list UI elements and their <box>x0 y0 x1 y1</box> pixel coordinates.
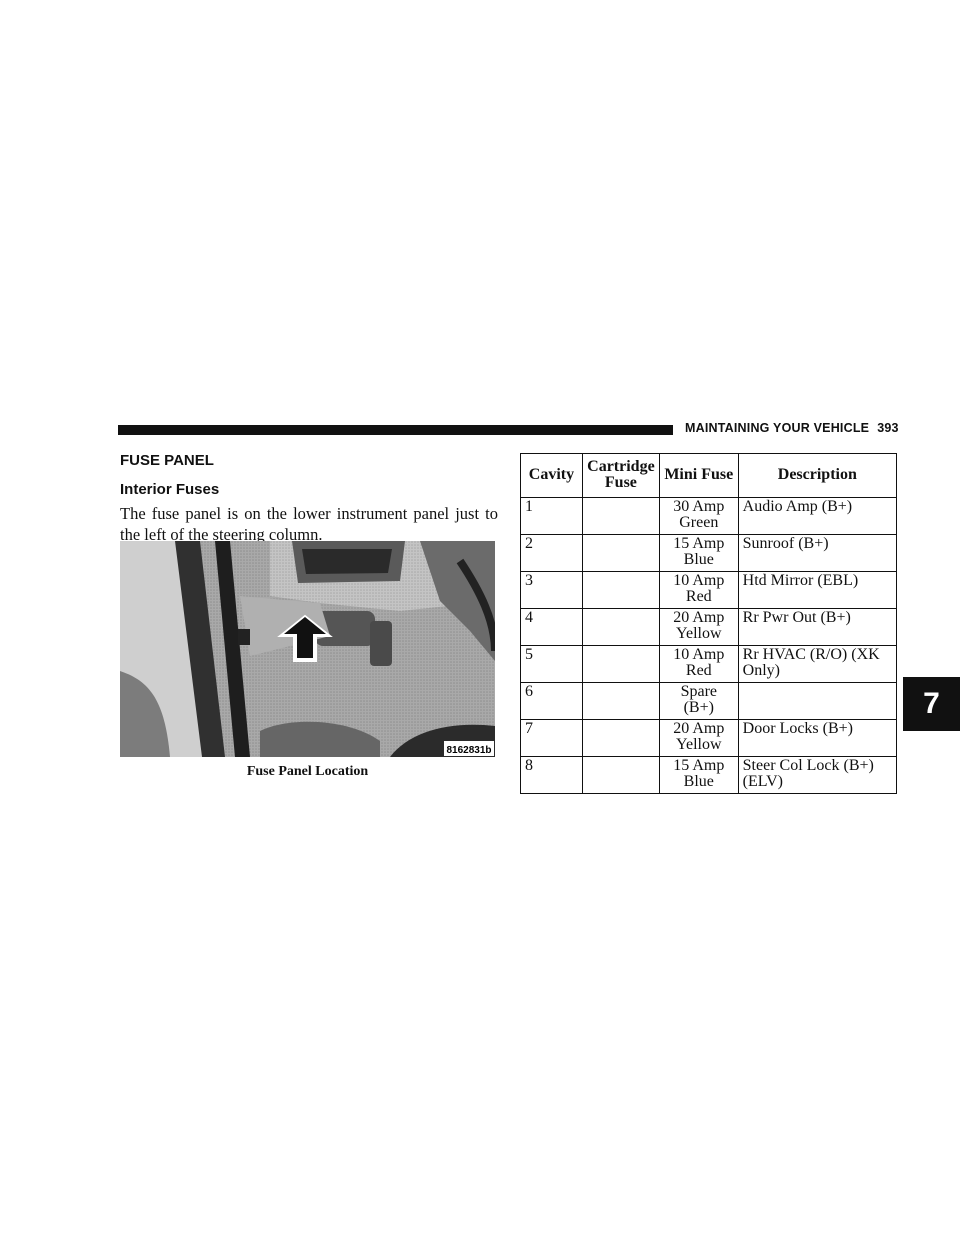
cartridge-cell <box>581 534 660 572</box>
description-cell: Steer Col Lock (B+) (ELV) <box>737 756 898 794</box>
cartridge-cell <box>581 682 660 720</box>
mini-fuse-cell: 10 Amp Red <box>658 571 739 609</box>
cavity-cell: 7 <box>520 719 583 757</box>
cavity-cell: 4 <box>520 608 583 646</box>
table-row: 5 10 Amp Red Rr HVAC (R/O) (XK Only) <box>520 645 898 683</box>
mini-fuse-cell: 30 Amp Green <box>658 497 739 535</box>
header-mini-fuse: Mini Fuse <box>658 453 739 498</box>
description-cell: Rr HVAC (R/O) (XK Only) <box>737 645 898 683</box>
description-cell: Htd Mirror (EBL) <box>737 571 898 609</box>
mini-fuse-cell: 20 Amp Yellow <box>658 719 739 757</box>
cavity-cell: 1 <box>520 497 583 535</box>
header-title: MAINTAINING YOUR VEHICLE <box>685 421 870 435</box>
subsection-title: Interior Fuses <box>120 481 220 498</box>
mini-fuse-cell: Spare (B+) <box>658 682 739 720</box>
figure-caption: Fuse Panel Location <box>246 764 369 779</box>
table-row: 7 20 Amp Yellow Door Locks (B+) <box>520 719 898 757</box>
header-description: Description <box>737 453 898 498</box>
table-row: 3 10 Amp Red Htd Mirror (EBL) <box>520 571 898 609</box>
mini-fuse-cell: 15 Amp Blue <box>658 756 739 794</box>
mini-fuse-cell: 15 Amp Blue <box>658 534 739 572</box>
table-row: 6 Spare (B+) <box>520 682 898 720</box>
chapter-tab: 7 <box>903 677 960 731</box>
cartridge-cell <box>581 645 660 683</box>
table-row: 1 30 Amp Green Audio Amp (B+) <box>520 497 898 535</box>
cartridge-cell <box>581 719 660 757</box>
cavity-cell: 6 <box>520 682 583 720</box>
cavity-cell: 2 <box>520 534 583 572</box>
description-cell: Door Locks (B+) <box>737 719 898 757</box>
description-cell: Audio Amp (B+) <box>737 497 898 535</box>
header-rule <box>118 425 673 435</box>
cartridge-cell <box>581 608 660 646</box>
cavity-cell: 5 <box>520 645 583 683</box>
header-cavity: Cavity <box>520 453 583 498</box>
running-header: MAINTAINING YOUR VEHICLE 393 <box>685 421 899 435</box>
header-cartridge-fuse: Cartridge Fuse <box>581 453 660 498</box>
table-row: 2 15 Amp Blue Sunroof (B+) <box>520 534 898 572</box>
description-cell <box>737 682 898 720</box>
description-cell: Sunroof (B+) <box>737 534 898 572</box>
cartridge-cell <box>581 571 660 609</box>
fuse-panel-photo: 8162831b <box>120 541 495 757</box>
cartridge-cell <box>581 756 660 794</box>
table-header-row: Cavity Cartridge Fuse Mini Fuse Descript… <box>520 453 898 498</box>
cartridge-cell <box>581 497 660 535</box>
page-number: 393 <box>877 421 899 435</box>
fuse-table: Cavity Cartridge Fuse Mini Fuse Descript… <box>520 453 898 794</box>
table-row: 4 20 Amp Yellow Rr Pwr Out (B+) <box>520 608 898 646</box>
mini-fuse-cell: 20 Amp Yellow <box>658 608 739 646</box>
mini-fuse-cell: 10 Amp Red <box>658 645 739 683</box>
section-title: FUSE PANEL <box>120 452 214 469</box>
cavity-cell: 8 <box>520 756 583 794</box>
image-code: 8162831b <box>446 745 491 756</box>
description-cell: Rr Pwr Out (B+) <box>737 608 898 646</box>
table-row: 8 15 Amp Blue Steer Col Lock (B+) (ELV) <box>520 756 898 794</box>
cavity-cell: 3 <box>520 571 583 609</box>
body-paragraph: The fuse panel is on the lower instrumen… <box>120 504 498 544</box>
